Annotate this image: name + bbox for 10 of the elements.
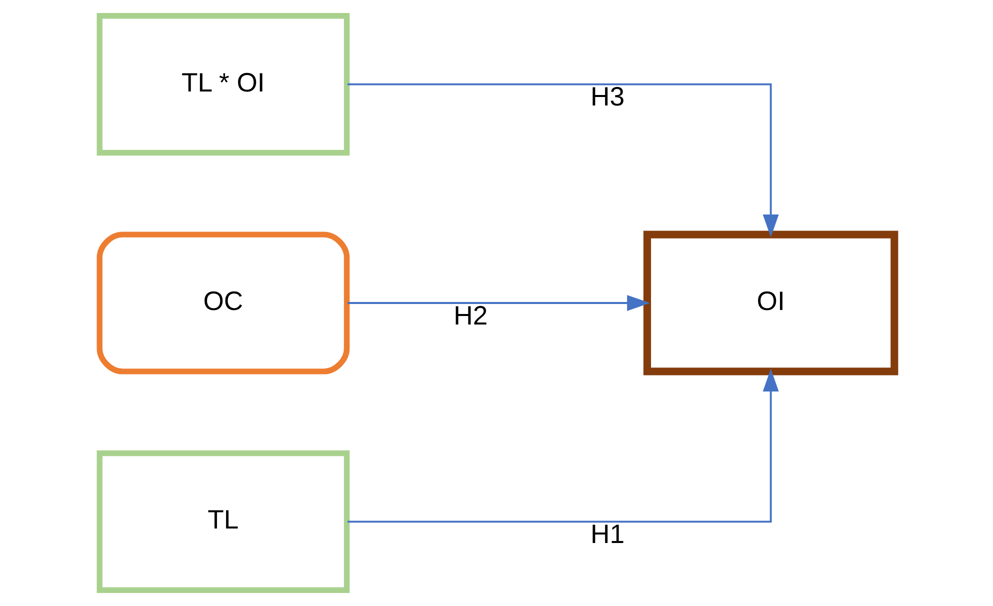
- edge-label: H3: [590, 82, 624, 112]
- node-box: OC: [96, 232, 350, 374]
- node-box: OI: [642, 230, 898, 376]
- node-box: TL * OI: [96, 13, 350, 156]
- edge-label: H1: [590, 518, 624, 549]
- arrow: [346, 368, 778, 523]
- node-box: TL: [96, 450, 350, 593]
- arrow: [346, 295, 650, 311]
- arrow: [346, 83, 778, 238]
- edge-label: H2: [453, 300, 488, 330]
